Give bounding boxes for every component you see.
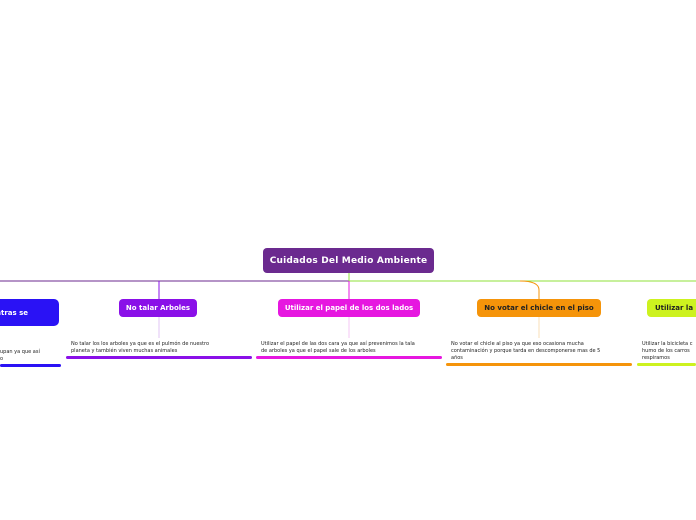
topic-bicicleta-description: Utilizar la bicicleta c humo de los carr… (642, 341, 693, 361)
topic-papel[interactable]: Utilizar el papel de los dos lados (278, 299, 420, 317)
topic-chicle-description: No votar el chicle al piso ya que eso oc… (451, 341, 601, 361)
topic-left-cut-underline (0, 364, 61, 367)
topic-papel-description: Utilizar el papel de las dos cara ya que… (261, 341, 415, 354)
connector-chicle (519, 280, 540, 299)
topic-bicicleta[interactable]: Utilizar la (647, 299, 696, 317)
topic-no-talar-underline (66, 356, 252, 359)
central-topic[interactable]: Cuidados Del Medio Ambiente (263, 248, 434, 273)
topic-bicicleta-underline (637, 363, 696, 366)
topic-chicle-underline (446, 363, 632, 366)
topic-no-talar-description: No talar los los arboles ya que es el pu… (71, 341, 209, 354)
topic-no-talar[interactable]: No talar Arboles (119, 299, 197, 317)
topic-papel-underline (256, 356, 442, 359)
topic-left-cut-description: upan ya que así o (0, 349, 40, 362)
topic-chicle[interactable]: No votar el chicle en el piso (477, 299, 601, 317)
topic-left-cut[interactable]: ntras se (0, 299, 59, 326)
